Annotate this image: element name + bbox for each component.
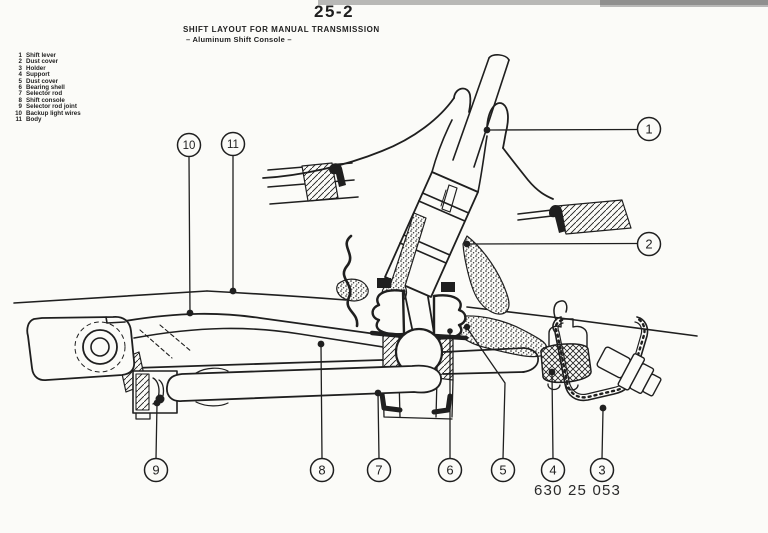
callouts: 1 2 10 11 9 8 7 xyxy=(143,116,662,483)
dust-cover-bellows xyxy=(369,278,469,341)
mount-bushing xyxy=(82,329,118,365)
svg-text:6: 6 xyxy=(446,463,453,478)
lever-slot xyxy=(441,184,458,213)
page-title: SHIFT LAYOUT FOR MANUAL TRANSMISSION xyxy=(183,25,380,34)
support xyxy=(540,318,592,391)
callout-9: 9 xyxy=(143,399,169,483)
callout-2: 2 xyxy=(463,231,662,257)
callout-6: 6 xyxy=(437,328,463,483)
callout-11: 11 xyxy=(220,131,246,295)
callout-3: 3 xyxy=(589,404,615,483)
console-front-mount xyxy=(26,316,136,382)
retainer-clip xyxy=(329,163,346,187)
svg-text:7: 7 xyxy=(375,463,382,478)
callout-7: 7 xyxy=(366,389,392,483)
svg-text:11: 11 xyxy=(227,139,239,151)
page-subtitle: – Aluminum Shift Console – xyxy=(186,35,292,44)
shift-console xyxy=(26,312,384,393)
boot-bump-right xyxy=(486,102,509,149)
callout-10: 10 xyxy=(176,132,202,317)
callout-1: 1 xyxy=(483,116,662,142)
page-number: 25-2 xyxy=(314,2,355,21)
callout-8: 8 xyxy=(309,340,335,483)
selector-rod-end xyxy=(442,347,539,375)
body-crossmember-right xyxy=(517,199,632,235)
figure-part-number: 630 25 053 xyxy=(534,482,622,499)
lever-rod xyxy=(452,57,490,161)
svg-text:3: 3 xyxy=(598,463,605,478)
callout-4: 4 xyxy=(540,368,566,483)
callout-5: 5 xyxy=(463,323,516,483)
svg-text:4: 4 xyxy=(549,463,556,478)
tunnel-curve-right xyxy=(502,147,554,200)
svg-text:2: 2 xyxy=(645,237,652,252)
backup-light-wires xyxy=(133,327,384,348)
retainer-clip xyxy=(549,204,566,233)
body-crossmember-left xyxy=(267,162,359,205)
selector-rod xyxy=(166,364,442,407)
scan-artifact xyxy=(600,0,768,7)
svg-text:10: 10 xyxy=(183,140,196,152)
scan-artifact xyxy=(318,0,768,5)
boot-bump-left xyxy=(453,87,472,113)
tunnel-curve-left xyxy=(262,97,455,179)
holder-bolt xyxy=(596,346,662,397)
boot-wave-left xyxy=(342,234,359,328)
svg-text:8: 8 xyxy=(318,463,325,478)
svg-text:9: 9 xyxy=(152,463,159,478)
svg-text:5: 5 xyxy=(499,463,506,478)
holder xyxy=(552,300,662,402)
lever-rod xyxy=(473,59,510,168)
svg-text:1: 1 xyxy=(645,122,652,137)
